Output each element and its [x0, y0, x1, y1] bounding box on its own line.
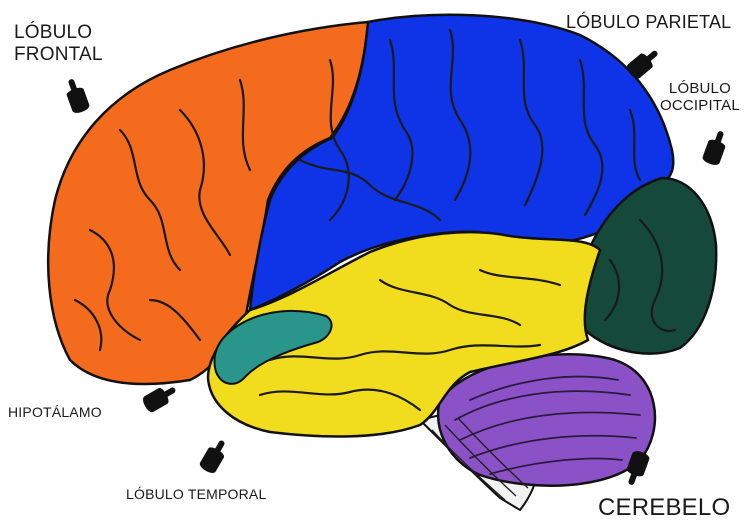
pointing-hand-icon	[198, 436, 231, 475]
label-temporal-lobe: LÓBULO TEMPORAL	[126, 486, 266, 502]
label-cerebellum: CEREBELO	[598, 494, 730, 522]
label-occipital-lobe: LÓBULO OCCIPITAL	[660, 80, 740, 115]
pointing-hand-icon	[701, 128, 730, 167]
pointing-hand-icon	[62, 76, 91, 115]
pointing-hand-icon	[141, 381, 180, 414]
label-hypothalamus: HIPOTÁLAMO	[8, 404, 102, 420]
label-parietal-lobe: LÓBULO PARIETAL	[566, 12, 731, 33]
label-frontal-lobe: LÓBULO FRONTAL	[14, 22, 103, 66]
cerebellum-region	[438, 354, 655, 485]
